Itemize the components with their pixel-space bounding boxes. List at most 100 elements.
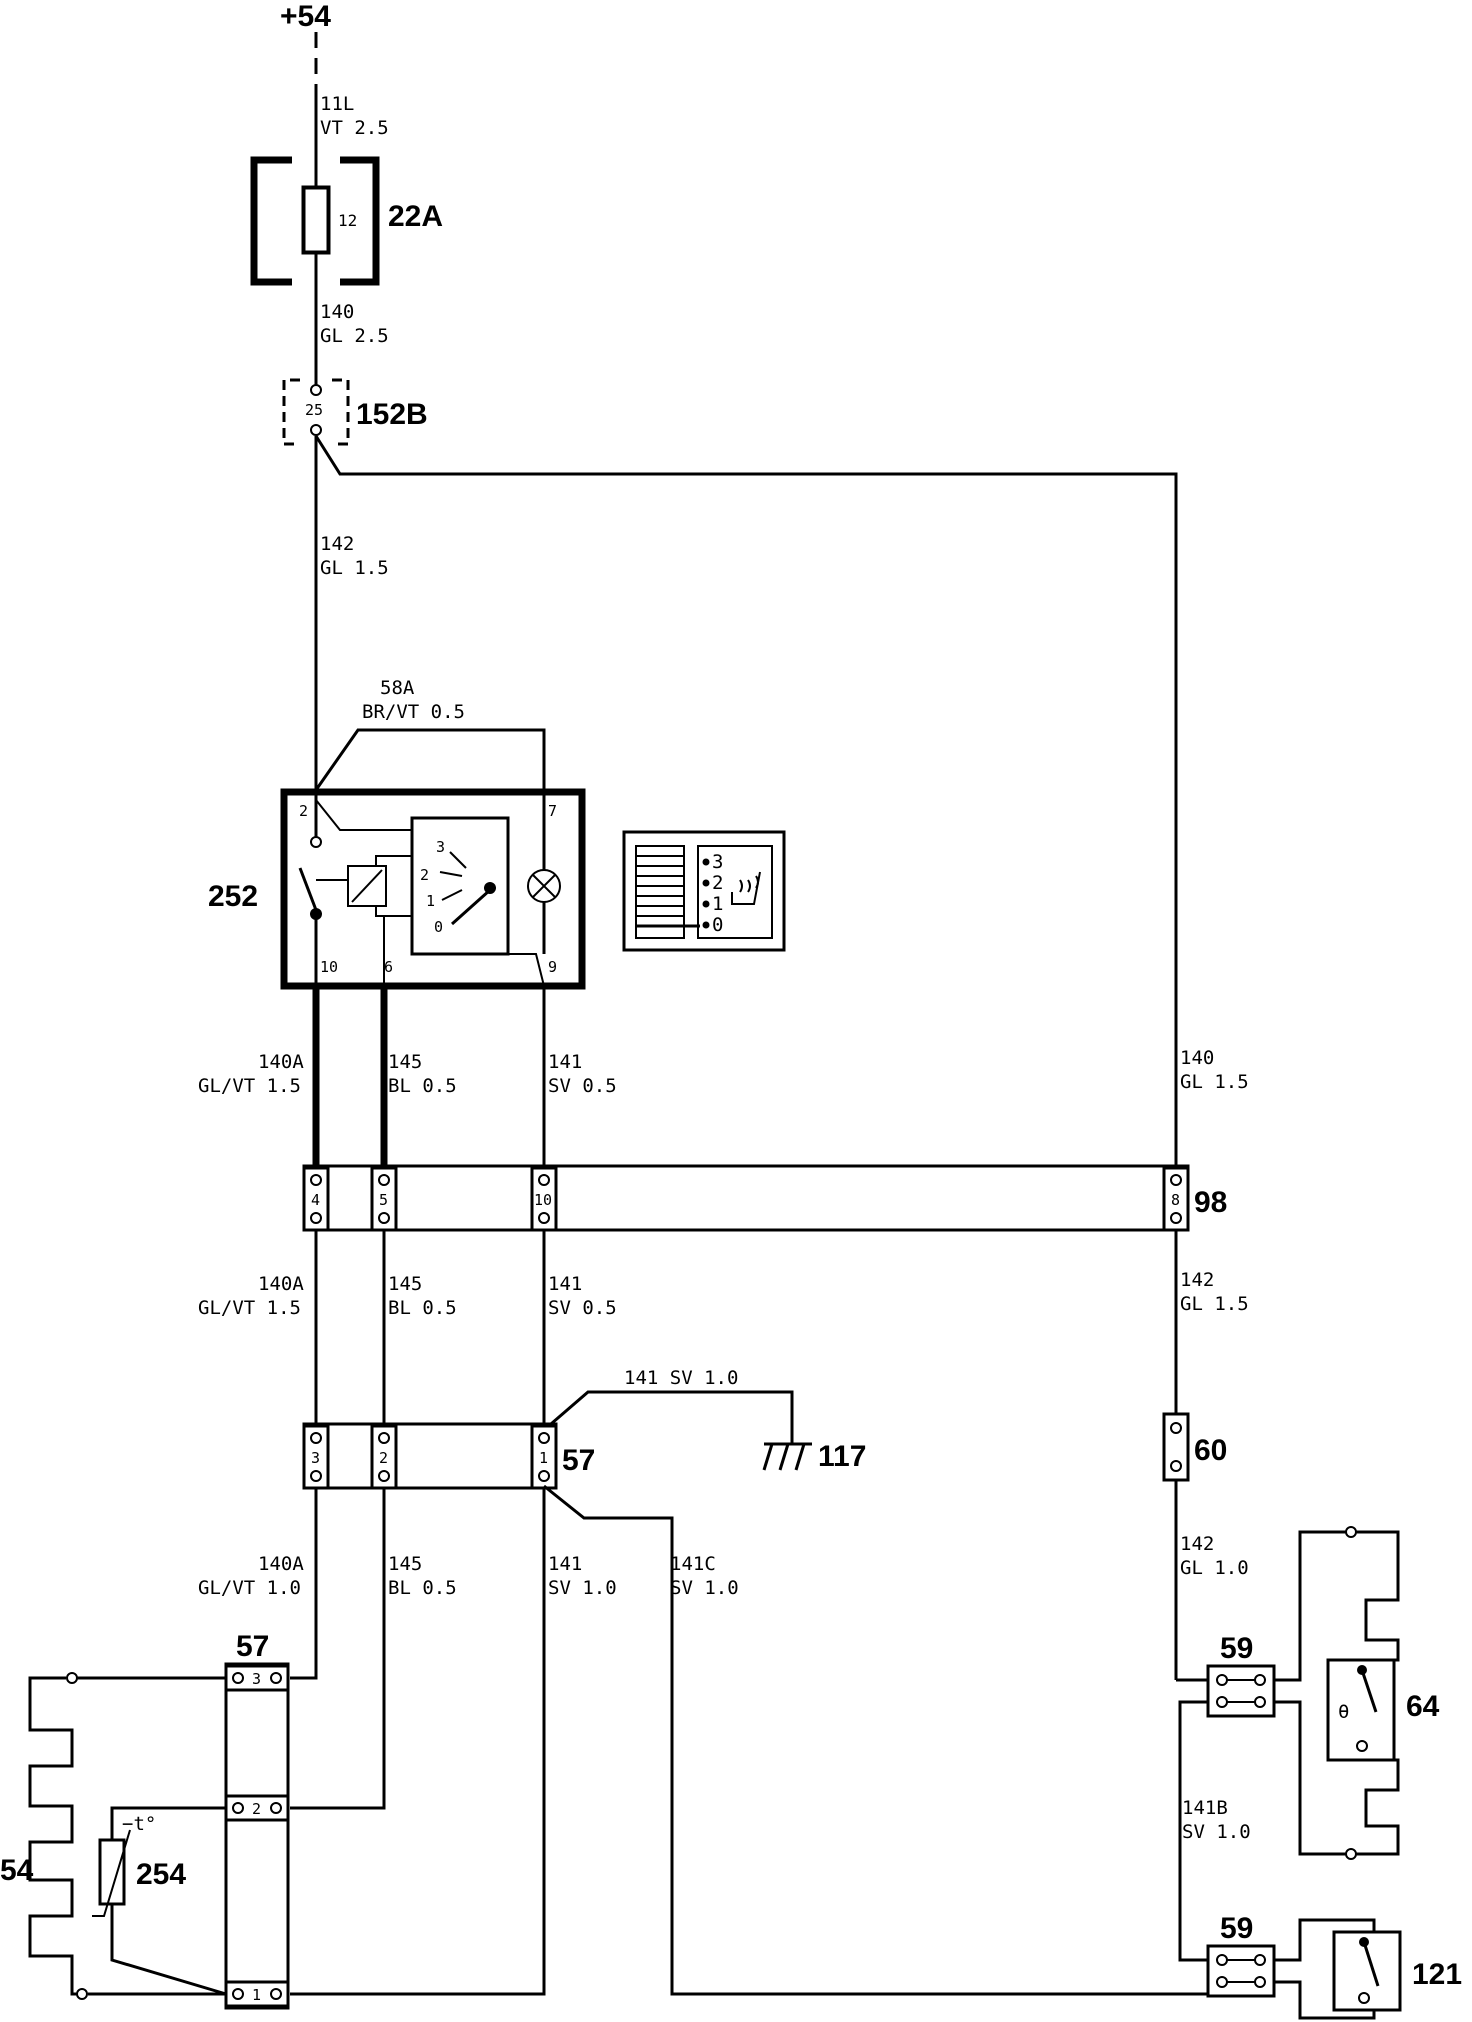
fuse-body xyxy=(302,186,330,254)
connector-59-lower-body xyxy=(1206,1944,1276,1998)
ground-117-id: 117 xyxy=(818,1440,866,1473)
fuse-number: 12 xyxy=(338,211,357,230)
switch-252-feed xyxy=(315,799,412,831)
wire-140a-3-spec: GL/VT 1.0 xyxy=(198,1577,301,1599)
connector-59-upper-id: 59 xyxy=(1220,1632,1253,1665)
wire-141-2-spec: SV 0.5 xyxy=(548,1297,617,1319)
connector-59-upper: 59 xyxy=(1176,1632,1276,1718)
rotary-tick-2 xyxy=(439,871,463,877)
thermostat-64-body xyxy=(1326,1658,1396,1762)
connector-98-label-5: 5 xyxy=(379,1191,388,1209)
connector-98: 4 5 10 8 98 xyxy=(302,1164,1227,1232)
wire-140-top-code: 140 xyxy=(320,301,354,323)
heater-54-id: 54 xyxy=(0,1854,34,1887)
rotary-tick-3 xyxy=(449,851,467,869)
switch-252-contact-bottom xyxy=(310,908,322,920)
switch-121-contact xyxy=(1362,1941,1380,1987)
connector-59-lower-id: 59 xyxy=(1220,1912,1253,1945)
connector-152b-pin: 25 xyxy=(305,401,323,419)
wire-11l-spec: VT 2.5 xyxy=(320,117,389,139)
connector-152b-terminal-bottom xyxy=(310,424,322,436)
legend-position-1: 1 xyxy=(712,893,723,915)
switch-121: 121 xyxy=(1274,1918,1462,2020)
wire-145-2-code: 145 xyxy=(388,1273,422,1295)
lamp-cross-2 xyxy=(532,874,556,898)
connector-59-upper-body xyxy=(1206,1664,1276,1718)
switch-252-pin-7: 7 xyxy=(548,802,557,820)
rotary-tick-1 xyxy=(441,889,463,901)
wire-145-3-code: 145 xyxy=(388,1553,422,1575)
wire-141-1-spec: SV 0.5 xyxy=(548,1075,617,1097)
wire-141c-spec: SV 1.0 xyxy=(670,1577,739,1599)
wire-140a-2-spec: GL/VT 1.5 xyxy=(198,1297,301,1319)
legend-position-3: 3 xyxy=(712,851,723,873)
connector-98-bar xyxy=(302,1164,1190,1232)
connector-60: 60 xyxy=(1162,1412,1227,1482)
wire-141c-code: 141C xyxy=(670,1553,716,1575)
connector-98-id: 98 xyxy=(1194,1186,1227,1219)
rotary-selector xyxy=(410,816,510,956)
switch-legend-button-icon xyxy=(635,845,700,939)
wire-145-2-spec: BL 0.5 xyxy=(388,1297,457,1319)
connector-57-upper-label-2: 2 xyxy=(379,1449,388,1467)
connector-59-lower: 59 xyxy=(1206,1912,1276,1998)
fuse-box-22a: 12 22A xyxy=(250,156,443,286)
wire-141-3 xyxy=(290,1488,546,1996)
wire-140-right-code: 140 xyxy=(1180,1047,1214,1069)
ground-117: 117 xyxy=(762,1440,866,1473)
switch-legend-positions-box xyxy=(697,845,773,939)
wire-140a-3-code: 140A xyxy=(258,1553,304,1575)
switch-121-lead-bottom xyxy=(1274,1980,1376,2020)
wire-141b-spec: SV 1.0 xyxy=(1182,1821,1251,1843)
connector-152b: 25 152B xyxy=(282,378,428,446)
wire-58a xyxy=(314,728,546,810)
heater-element-54: 54 xyxy=(0,1672,226,2000)
fuse-box-right-bracket xyxy=(340,156,380,286)
legend-position-0: 0 xyxy=(712,914,723,936)
connector-98-label-8: 8 xyxy=(1171,1191,1180,1209)
legend-position-2: 2 xyxy=(712,872,723,894)
connector-57-lower-bar xyxy=(224,1662,290,2010)
wire-141-3-code: 141 xyxy=(548,1553,582,1575)
connector-57-lower-label-2: 2 xyxy=(252,1800,261,1818)
heater-right-coil-top xyxy=(1274,1530,1400,1682)
connector-57-lower-label-3: 3 xyxy=(252,1670,261,1688)
wire-141-3-spec: SV 1.0 xyxy=(548,1577,617,1599)
switch-121-lead-top xyxy=(1274,1918,1376,1962)
connector-57-upper: 3 2 1 57 xyxy=(302,1422,595,1490)
connector-57-lower-label-1: 1 xyxy=(252,1986,261,2004)
wire-140a-2-code: 140A xyxy=(258,1273,304,1295)
switch-252-id: 252 xyxy=(208,880,258,913)
sensor-254-body xyxy=(98,1838,126,1906)
switch-252: 2 7 10 6 9 3 2 1 0 252 xyxy=(208,788,586,990)
wire-141-2-code: 141 xyxy=(548,1273,582,1295)
sensor-254-ntc-arrow xyxy=(92,1829,131,1917)
connector-60-id: 60 xyxy=(1194,1434,1227,1467)
wire-142-lower-spec: GL 1.0 xyxy=(1180,1557,1249,1579)
switch-legend-frame xyxy=(622,830,786,952)
fuse-box-id: 22A xyxy=(388,200,443,233)
wire-141b xyxy=(1178,1700,1208,1962)
sensor-254: −t° 254 xyxy=(92,1806,227,1996)
connector-152b-terminal-top xyxy=(310,384,322,396)
switch-252-pin-2: 2 xyxy=(299,802,308,820)
switch-252-housing xyxy=(280,788,586,990)
wire-145-1-spec: BL 0.5 xyxy=(388,1075,457,1097)
relay-coil-diagonal xyxy=(351,869,383,903)
switch-252-pin-10: 10 xyxy=(320,958,338,976)
rotary-pointer xyxy=(450,888,492,926)
wire-142-lower-code: 142 xyxy=(1180,1533,1214,1555)
connector-98-label-10: 10 xyxy=(534,1191,552,1209)
connector-152b-id: 152B xyxy=(356,398,428,431)
thermostat-64: θ 64 xyxy=(1326,1658,1440,1762)
rotary-pivot xyxy=(484,882,496,894)
seat-heater-icon xyxy=(731,871,761,905)
wire-140-top-spec: GL 2.5 xyxy=(320,325,389,347)
supply-label: +54 xyxy=(280,0,331,33)
rotary-position-2: 2 xyxy=(420,866,429,884)
switch-121-id: 121 xyxy=(1412,1958,1462,1991)
wire-145-3 xyxy=(290,1488,386,1810)
relay-coil-leads xyxy=(375,855,412,917)
wire-11l-code: 11L xyxy=(320,93,354,115)
